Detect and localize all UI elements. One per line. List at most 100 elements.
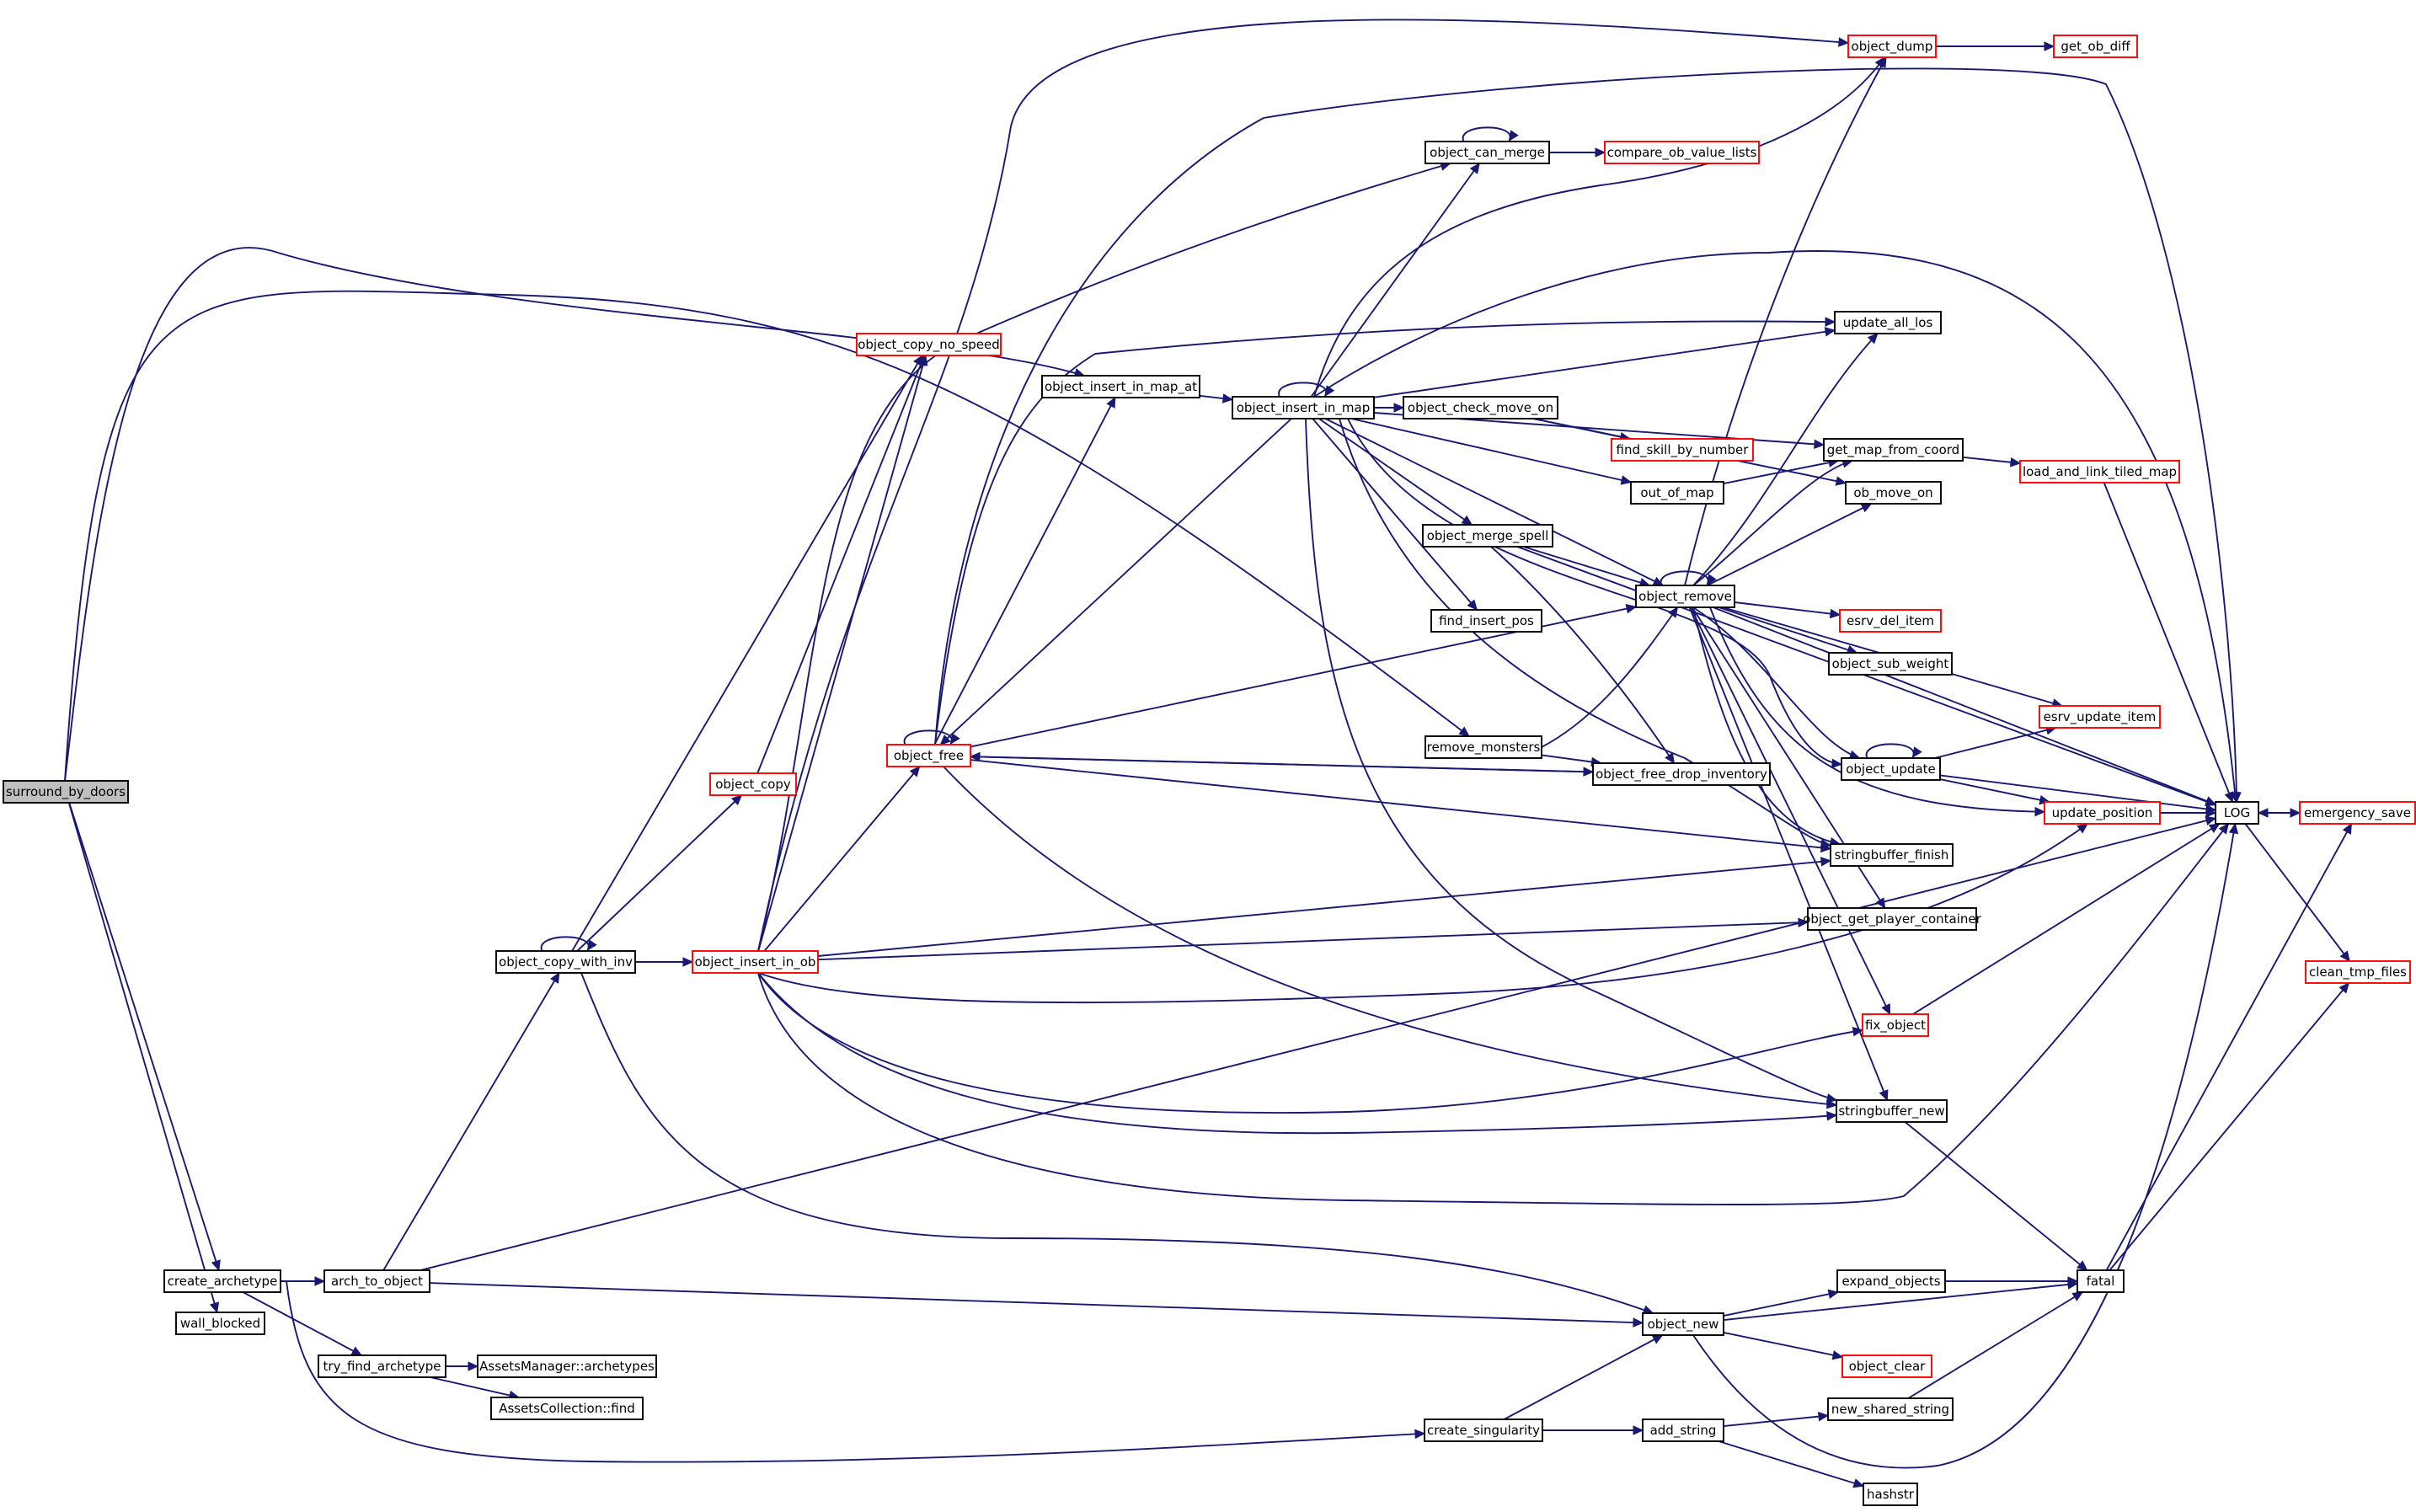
node-box xyxy=(1232,396,1375,419)
node-object-free[interactable]: object_free xyxy=(886,744,971,767)
node-hashstr[interactable]: hashstr xyxy=(1863,1483,1918,1506)
arrowhead-add_string-to-new_shared_string xyxy=(1817,1411,1830,1422)
node-box xyxy=(175,1312,265,1335)
node-assetscollection-find[interactable]: AssetsCollection::find xyxy=(490,1397,644,1420)
node-box xyxy=(1841,1354,1932,1378)
node-surround-by-doors[interactable]: surround_by_doors xyxy=(3,780,129,804)
node-object-merge-spell[interactable]: object_merge_spell xyxy=(1422,524,1553,548)
edge-object_remove-to-object_update xyxy=(1692,606,1860,759)
node-object-clear[interactable]: object_clear xyxy=(1841,1354,1932,1378)
node-label: AssetsCollection::find xyxy=(499,1401,635,1416)
node-add-string[interactable]: add_string xyxy=(1642,1419,1724,1442)
node-update-position[interactable]: update_position xyxy=(2044,801,2161,825)
arrowhead-object_insert_in_map-to-stringbuffer_finish xyxy=(1820,839,1832,849)
node-try-find-archetype[interactable]: try_find_archetype xyxy=(318,1354,446,1378)
node-stringbuffer-finish[interactable]: stringbuffer_finish xyxy=(1830,843,1954,867)
node-box xyxy=(1635,585,1735,608)
arrowhead-object_remove-to-object_remove xyxy=(1706,574,1717,585)
node-object-copy-with-inv[interactable]: object_copy_with_inv xyxy=(495,950,636,974)
edge-object_insert_in_map-to-object_update xyxy=(1347,418,1842,766)
node-box xyxy=(1834,311,1942,334)
node-clean-tmp-files[interactable]: clean_tmp_files xyxy=(2305,960,2411,984)
edge-surround_by_doors-to-remove_monsters xyxy=(64,290,1470,782)
arrowhead-load_and_link_tiled_map-to-LOG xyxy=(2224,791,2234,804)
node-label: create_singularity xyxy=(1427,1423,1540,1439)
arrowhead-object_free-to-update_all_los xyxy=(1825,317,1836,327)
node-find-skill-by-number[interactable]: find_skill_by_number xyxy=(1611,438,1754,462)
node-object-new[interactable]: object_new xyxy=(1642,1312,1724,1336)
node-create-archetype[interactable]: create_archetype xyxy=(163,1269,281,1293)
node-object-update[interactable]: object_update xyxy=(1841,757,1941,781)
node-label: clean_tmp_files xyxy=(2309,964,2407,980)
arrowhead-object_insert_in_ob-to-fix_object xyxy=(1852,1027,1864,1037)
node-object-get-player-container[interactable]: object_get_player_container xyxy=(1803,907,1982,931)
node-box xyxy=(2305,960,2411,984)
edge-load_and_link_tiled_map-to-LOG xyxy=(2103,482,2234,803)
node-label: get_map_from_coord xyxy=(1827,442,1959,458)
arrowhead-object_free_drop_inventory-to-object_free xyxy=(969,751,981,762)
node-object-can-merge[interactable]: object_can_merge xyxy=(1424,141,1550,164)
node-object-insert-in-ob[interactable]: object_insert_in_ob xyxy=(692,950,819,974)
node-object-sub-weight[interactable]: object_sub_weight xyxy=(1828,652,1953,676)
node-box xyxy=(1592,762,1771,786)
edge-object_remove-to-LOG xyxy=(1713,606,2216,805)
node-label: arch_to_object xyxy=(331,1274,423,1290)
node-compare-ob-value-lists[interactable]: compare_ob_value_lists xyxy=(1604,141,1760,164)
node-find-insert-pos[interactable]: find_insert_pos xyxy=(1430,609,1542,633)
node-label: object_check_move_on xyxy=(1408,400,1553,416)
arrowhead-try_find_archetype-to-assetsmanager_archetypes xyxy=(468,1361,479,1371)
arrowhead-object_insert_in_ob-to-update_position xyxy=(2077,823,2088,834)
node-fix-object[interactable]: fix_object xyxy=(1862,1013,1929,1037)
edge-object_free-to-stringbuffer_new xyxy=(943,766,1837,1106)
node-esrv-del-item[interactable]: esrv_del_item xyxy=(1839,609,1942,633)
node-remove-monsters[interactable]: remove_monsters xyxy=(1424,735,1542,759)
edge-add_string-to-new_shared_string xyxy=(1723,1414,1829,1428)
node-load-and-link-tiled-map[interactable]: load_and_link_tiled_map xyxy=(2019,460,2180,484)
node-label: remove_monsters xyxy=(1427,740,1541,756)
node-fatal[interactable]: fatal xyxy=(2077,1269,2125,1293)
node-wall-blocked[interactable]: wall_blocked xyxy=(175,1312,265,1335)
node-get-map-from-coord[interactable]: get_map_from_coord xyxy=(1823,438,1964,462)
edge-object_remove-to-esrv_del_item xyxy=(1734,601,1841,616)
arrowhead-object_merge_spell-to-object_free_drop_inventory xyxy=(1665,752,1676,765)
arrowhead-object_remove-to-object_dump xyxy=(1877,56,1887,68)
node-out-of-map[interactable]: out_of_map xyxy=(1630,481,1724,505)
node-stringbuffer-new[interactable]: stringbuffer_new xyxy=(1836,1099,1948,1123)
node-create-singularity[interactable]: create_singularity xyxy=(1424,1419,1543,1442)
node-box xyxy=(1836,1099,1948,1123)
node-box xyxy=(1611,438,1754,462)
edge-object_copy-to-object_copy_no_speed xyxy=(756,355,926,774)
node-ob-move-on[interactable]: ob_move_on xyxy=(1845,481,1942,505)
node-object-check-move-on[interactable]: object_check_move_on xyxy=(1403,396,1558,419)
node-label: fix_object xyxy=(1865,1018,1926,1034)
arrowhead-object_remove-to-fix_object xyxy=(1881,1003,1891,1016)
node-label: update_position xyxy=(2052,805,2153,821)
edge-LOG-to-clean_tmp_files xyxy=(2244,823,2350,962)
node-label: object_insert_in_map xyxy=(1237,400,1371,416)
edge-object_free-to-update_all_los xyxy=(934,320,1836,745)
node-box xyxy=(2039,705,2161,729)
node-get-ob-diff[interactable]: get_ob_diff xyxy=(2053,35,2138,58)
node-object-insert-in-map-at[interactable]: object_insert_in_map_at xyxy=(1041,375,1200,398)
edge-create_singularity-to-object_new xyxy=(1504,1334,1663,1420)
node-esrv-update-item[interactable]: esrv_update_item xyxy=(2039,705,2161,729)
node-label: object_insert_in_ob xyxy=(695,954,816,970)
node-object-copy[interactable]: object_copy xyxy=(709,772,797,796)
node-expand-objects[interactable]: expand_objects xyxy=(1836,1269,1946,1293)
node-log[interactable]: LOG xyxy=(2215,801,2259,825)
edge-out_of_map-to-get_map_from_coord xyxy=(1723,460,1839,485)
node-label: expand_objects xyxy=(1841,1274,1940,1290)
node-object-insert-in-map[interactable]: object_insert_in_map xyxy=(1232,396,1375,419)
edge-fatal-to-clean_tmp_files xyxy=(2109,982,2349,1271)
node-emergency-save[interactable]: emergency_save xyxy=(2299,801,2416,825)
node-arch-to-object[interactable]: arch_to_object xyxy=(323,1269,430,1293)
node-label: object_copy_with_inv xyxy=(499,954,633,970)
node-assetsmanager-archetypes[interactable]: AssetsManager::archetypes xyxy=(477,1354,657,1378)
node-object-free-drop-inventory[interactable]: object_free_drop_inventory xyxy=(1592,762,1771,786)
node-object-copy-no-speed[interactable]: object_copy_no_speed xyxy=(856,333,1002,356)
node-object-dump[interactable]: object_dump xyxy=(1847,35,1937,58)
node-new-shared-string[interactable]: new_shared_string xyxy=(1827,1397,1954,1421)
node-object-remove[interactable]: object_remove xyxy=(1635,585,1735,608)
node-update-all-los[interactable]: update_all_los xyxy=(1834,311,1942,334)
node-box xyxy=(1862,1013,1929,1037)
